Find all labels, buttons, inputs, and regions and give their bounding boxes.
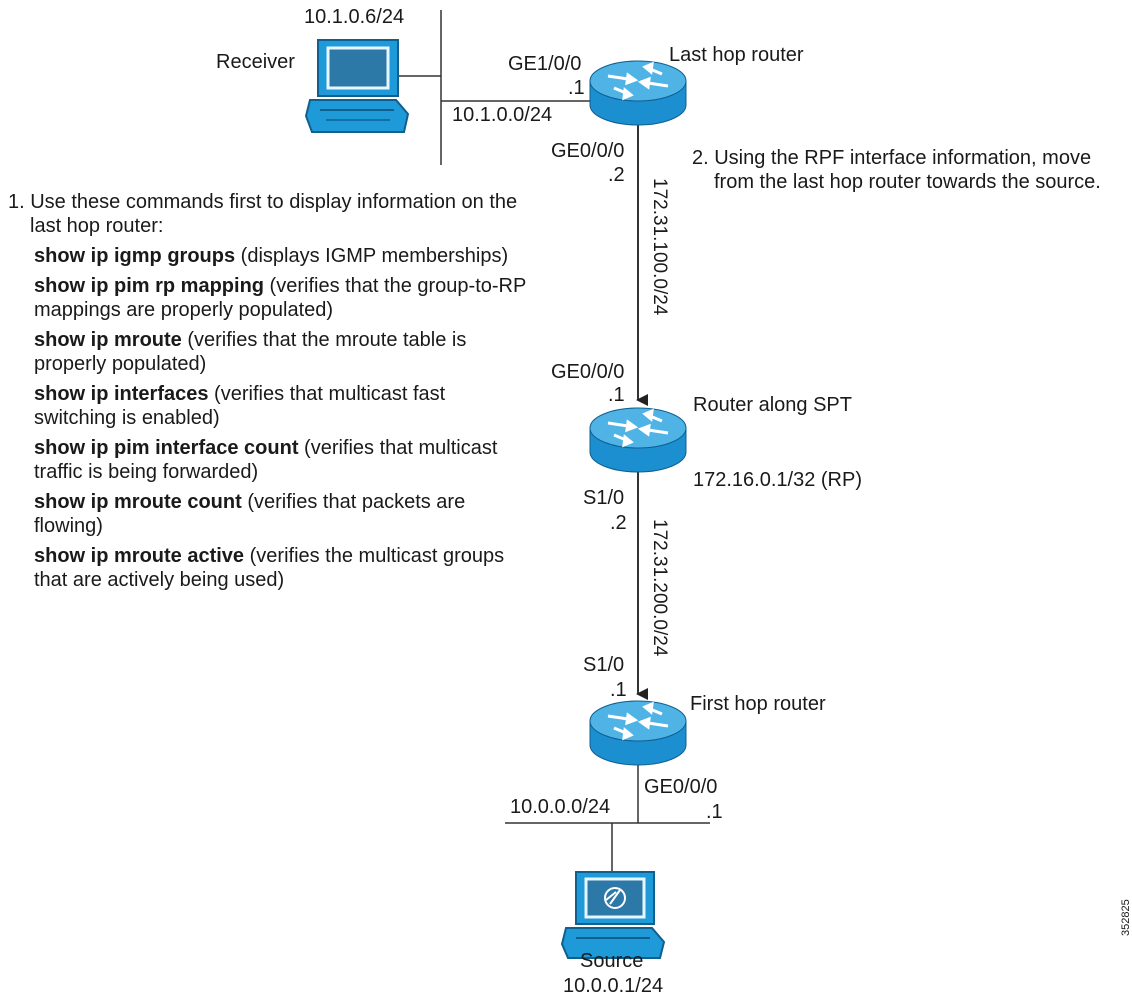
command-name: show ip pim rp mapping	[34, 275, 264, 297]
figure-id: 352825	[1120, 899, 1132, 936]
last-hop-out-host: .2	[608, 164, 625, 186]
command-description: (verifies that the mroute table is prope…	[34, 329, 467, 375]
command-item: show ip interfaces (verifies that multic…	[34, 382, 528, 430]
command-item: show ip mroute active (verifies the mult…	[34, 544, 528, 592]
receiver-computer-icon	[304, 39, 410, 133]
first-hop-lan-host: .1	[706, 801, 723, 823]
first-hop-router-label: First hop router	[690, 693, 826, 715]
command-item: show ip pim interface count (verifies th…	[34, 436, 528, 484]
step2-note: 2. Using the RPF interface information, …	[692, 146, 1132, 194]
command-item: show ip mroute count (verifies that pack…	[34, 490, 528, 538]
last-hop-router-label: Last hop router	[669, 44, 804, 66]
spt-up-interface: GE0/0/0	[551, 361, 625, 383]
command-description: (verifies that multicast traffic is bein…	[34, 437, 498, 483]
link-top-network: 172.31.100.0/24	[649, 178, 670, 316]
command-name: show ip pim interface count	[34, 437, 299, 459]
receiver-lan-network: 10.1.0.0/24	[452, 104, 553, 126]
command-item: show ip mroute (verifies that the mroute…	[34, 328, 528, 376]
last-hop-in-interface: GE1/0/0	[508, 53, 582, 75]
command-description: (verifies that the group-to-RP mappings …	[34, 275, 526, 321]
source-label: Source	[580, 950, 644, 972]
command-name: show ip mroute	[34, 329, 182, 351]
last-hop-in-host: .1	[568, 77, 585, 99]
step1-note: 1. Use these commands first to display i…	[8, 190, 528, 592]
receiver-address: 10.1.0.6/24	[304, 6, 405, 28]
step2-text: 2. Using the RPF interface information, …	[692, 147, 1101, 193]
spt-down-host: .2	[610, 512, 627, 534]
source-lan-network: 10.0.0.0/24	[510, 796, 611, 818]
spt-up-host: .1	[608, 384, 625, 406]
command-description: (verifies the multicast groups that are …	[34, 545, 505, 591]
spt-router-label: Router along SPT	[693, 394, 852, 416]
command-name: show ip interfaces	[34, 383, 209, 405]
command-description: (verifies that multicast fast switching …	[34, 383, 446, 429]
last-hop-router-icon	[588, 59, 688, 127]
command-item: show ip pim rp mapping (verifies that th…	[34, 274, 528, 322]
first-hop-up-interface: S1/0	[583, 654, 625, 676]
spt-down-interface: S1/0	[583, 487, 625, 509]
command-description: (displays IGMP memberships)	[235, 245, 509, 267]
last-hop-out-interface: GE0/0/0	[551, 140, 625, 162]
command-item: show ip igmp groups (displays IGMP membe…	[34, 244, 528, 268]
spt-router-address: 172.16.0.1/32 (RP)	[693, 469, 862, 491]
command-name: show ip mroute active	[34, 545, 245, 567]
receiver-label: Receiver	[216, 51, 295, 73]
step1-intro: 1. Use these commands first to display i…	[8, 191, 518, 237]
source-computer-icon	[560, 871, 666, 959]
first-hop-lan-interface: GE0/0/0	[644, 776, 718, 798]
first-hop-up-host: .1	[610, 679, 627, 701]
link-bottom-network: 172.31.200.0/24	[649, 519, 670, 657]
source-address: 10.0.0.1/24	[563, 975, 664, 997]
command-name: show ip igmp groups	[34, 245, 236, 267]
spt-router-icon	[588, 406, 688, 474]
command-name: show ip mroute count	[34, 491, 242, 513]
first-hop-router-icon	[588, 699, 688, 767]
command-description: (verifies that packets are flowing)	[34, 491, 466, 537]
